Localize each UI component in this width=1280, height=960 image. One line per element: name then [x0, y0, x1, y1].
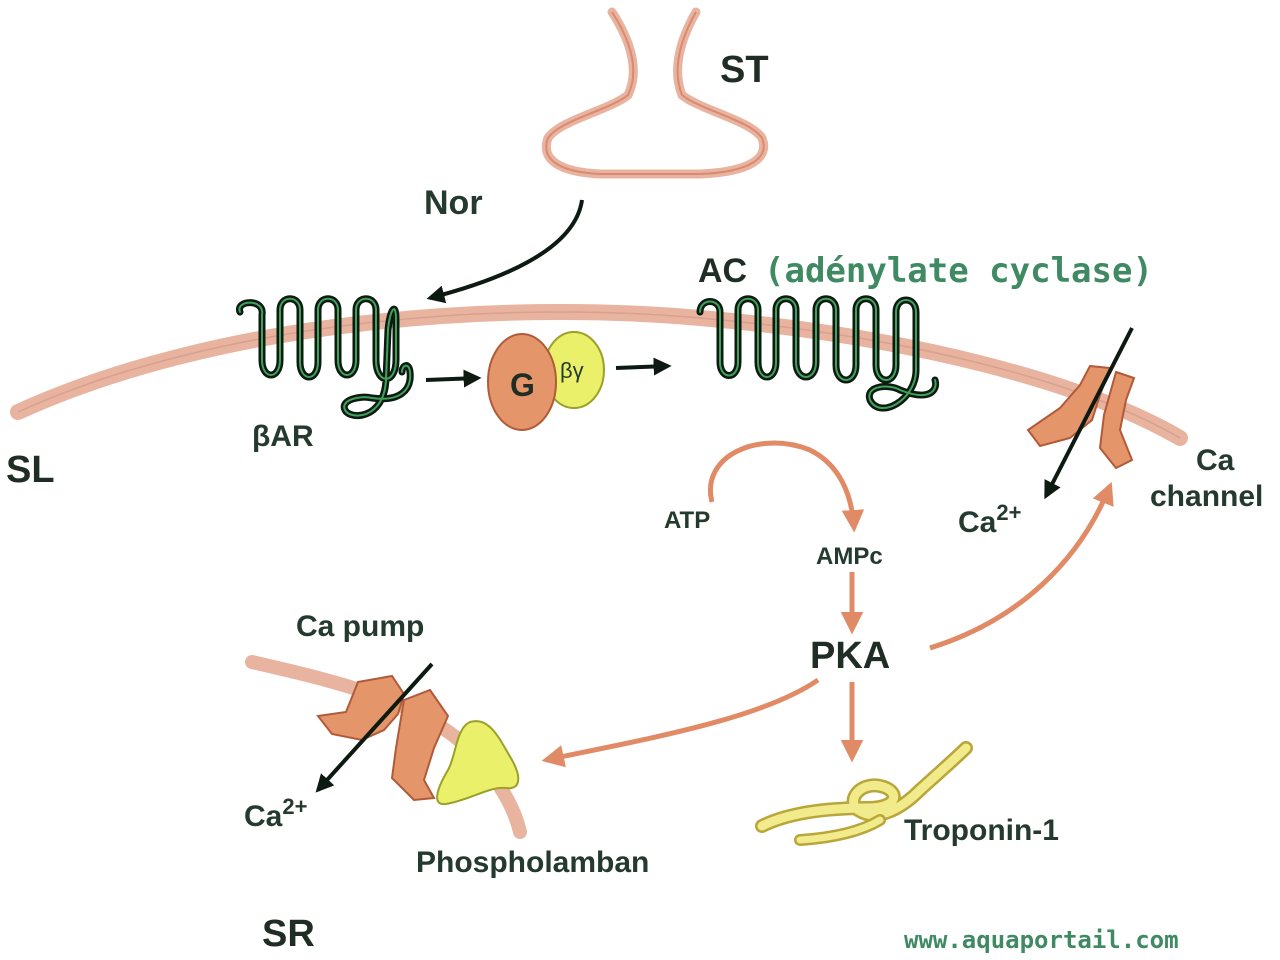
- beta-ar-receptor: [236, 295, 414, 419]
- bar-to-g-arrow: [425, 369, 482, 388]
- sarcolemma-membrane: [10, 304, 1188, 446]
- g-to-ac-arrow: [615, 357, 672, 376]
- atp-to-ampc-arrow: [707, 440, 865, 533]
- troponin-protein: [755, 741, 973, 846]
- nor-arrow: [426, 199, 584, 304]
- ca-channel-efflux-arrow: [1044, 327, 1134, 500]
- label-sl: SL: [6, 449, 55, 491]
- g-protein: [487, 331, 605, 431]
- label-ampc: AMPc: [816, 543, 883, 570]
- label-ac: AC: [698, 252, 747, 290]
- label-atp: ATP: [664, 507, 710, 534]
- pka-to-ca-channel-arrow: [929, 481, 1114, 651]
- label-ac-note: (adénylate cyclase): [764, 251, 1153, 291]
- label-ca-ion-right: Ca2+: [958, 500, 1021, 539]
- label-beta-ar: βAR: [252, 420, 314, 453]
- label-g: G: [510, 367, 535, 403]
- label-ca-pump: Ca pump: [296, 610, 424, 643]
- ca-pump-efflux-arrow: [315, 662, 434, 793]
- watermark: www.aquaportail.com: [904, 926, 1179, 954]
- label-pka: PKA: [810, 635, 890, 677]
- label-ca-channel-line2: channel: [1150, 480, 1263, 513]
- ca-pump: [315, 662, 450, 802]
- phospholamban-protein: [436, 720, 520, 806]
- adenylate-cyclase: [696, 295, 940, 412]
- label-sr: SR: [262, 913, 315, 955]
- ca-channel: [1026, 327, 1136, 500]
- label-beta-gamma: βγ: [560, 358, 584, 383]
- sr-membrane: [245, 655, 527, 839]
- label-phospholamban: Phospholamban: [416, 846, 649, 879]
- label-st: ST: [720, 49, 769, 91]
- label-troponin: Troponin-1: [904, 814, 1059, 847]
- label-ca-channel-line1: Ca: [1196, 444, 1235, 477]
- label-ca-ion-left: Ca2+: [244, 794, 307, 833]
- label-nor: Nor: [424, 184, 483, 222]
- pka-to-phospholamban-arrow: [541, 677, 820, 768]
- synaptic-terminal: [541, 7, 769, 179]
